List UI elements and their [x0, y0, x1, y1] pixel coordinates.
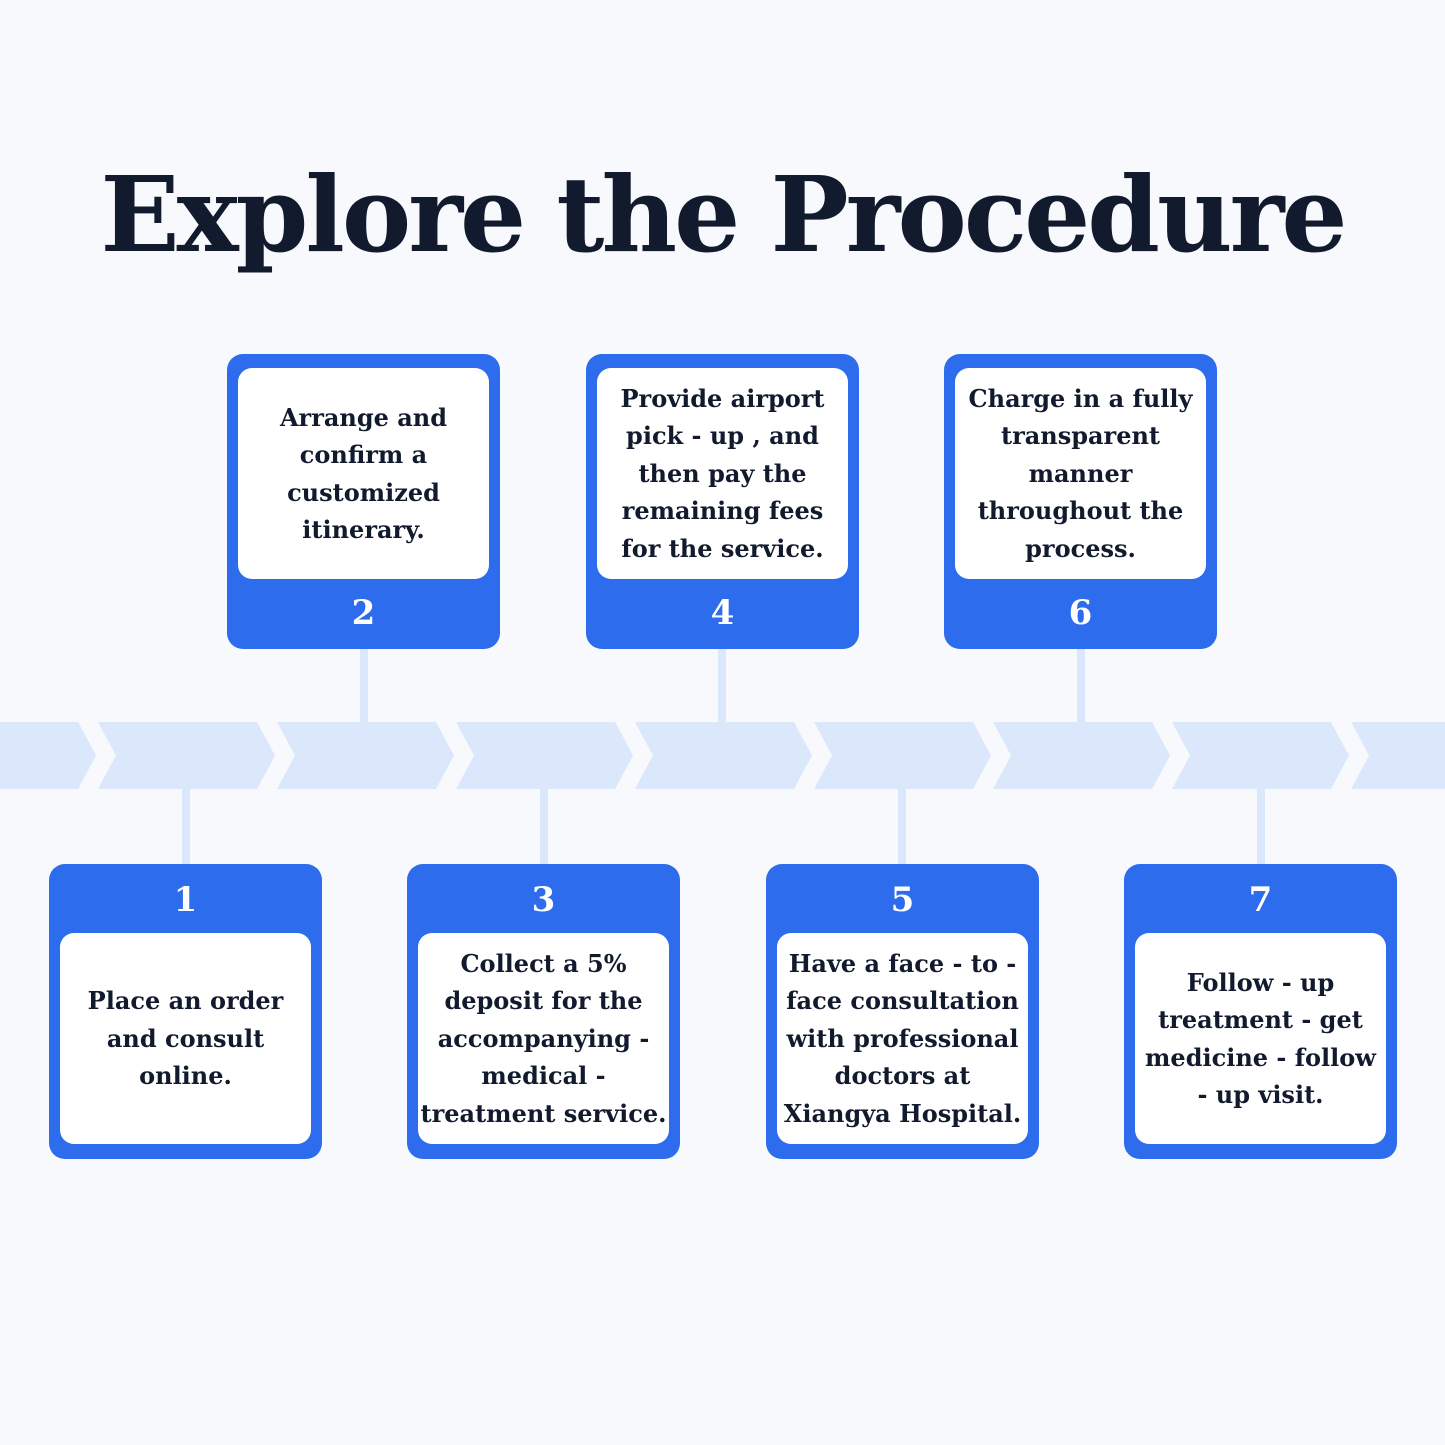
step-number: 5	[890, 880, 915, 920]
step-card-5: 5 Have a face - to - face consultation w…	[766, 864, 1039, 1159]
step-number: 6	[1068, 593, 1093, 633]
step-card-1: 1 Place an order and consult online.	[49, 864, 322, 1159]
step-description: Have a face - to - face consultation wit…	[783, 948, 1022, 1128]
step-card-3: 3 Collect a 5% deposit for the accompany…	[407, 864, 680, 1159]
step-description: Arrange and confirm a customized itinera…	[279, 402, 448, 545]
timeline-chevron-7	[993, 722, 1170, 789]
timeline-track	[0, 722, 1445, 789]
step-card-6: Charge in a fully transparent manner thr…	[944, 354, 1217, 649]
step-number: 1	[173, 880, 198, 920]
step-card-4: Provide airport pick - up , and then pay…	[586, 354, 859, 649]
step-description: Provide airport pick - up , and then pay…	[620, 383, 825, 563]
step-description: Charge in a fully transparent manner thr…	[968, 383, 1193, 563]
step-description: Collect a 5% deposit for the accompanyin…	[420, 948, 667, 1128]
step-card-body: Follow - up treatment - get medicine - f…	[1135, 933, 1386, 1144]
step-card-body: Arrange and confirm a customized itinera…	[238, 368, 489, 579]
step-card-body: Place an order and consult online.	[60, 933, 311, 1144]
step-number: 4	[710, 593, 735, 633]
step-number: 3	[531, 880, 556, 920]
connector-step-3	[540, 787, 548, 866]
step-description: Place an order and consult online.	[87, 986, 284, 1091]
connector-step-4	[718, 648, 726, 724]
timeline-chevron-4	[456, 722, 633, 789]
connector-step-5	[898, 787, 906, 866]
timeline-chevron-6	[814, 722, 991, 789]
step-number: 7	[1248, 880, 1273, 920]
step-description: Follow - up treatment - get medicine - f…	[1145, 967, 1376, 1110]
step-card-body: Collect a 5% deposit for the accompanyin…	[418, 933, 669, 1144]
connector-step-1	[182, 787, 190, 866]
timeline-chevron-8	[1172, 722, 1349, 789]
timeline-chevron-3	[277, 722, 454, 789]
connector-step-7	[1257, 787, 1265, 866]
step-card-body: Have a face - to - face consultation wit…	[777, 933, 1028, 1144]
step-card-7: 7 Follow - up treatment - get medicine -…	[1124, 864, 1397, 1159]
timeline-chevron-1	[0, 722, 96, 789]
page-title: Explore the Procedure	[100, 153, 1347, 276]
timeline-chevron-9	[1351, 722, 1445, 789]
step-card-2: Arrange and confirm a customized itinera…	[227, 354, 500, 649]
timeline-chevron-5	[635, 722, 812, 789]
connector-step-2	[360, 648, 368, 724]
step-number: 2	[351, 593, 376, 633]
step-card-body: Provide airport pick - up , and then pay…	[597, 368, 848, 579]
connector-step-6	[1077, 648, 1085, 724]
timeline-chevron-2	[98, 722, 275, 789]
step-card-body: Charge in a fully transparent manner thr…	[955, 368, 1206, 579]
